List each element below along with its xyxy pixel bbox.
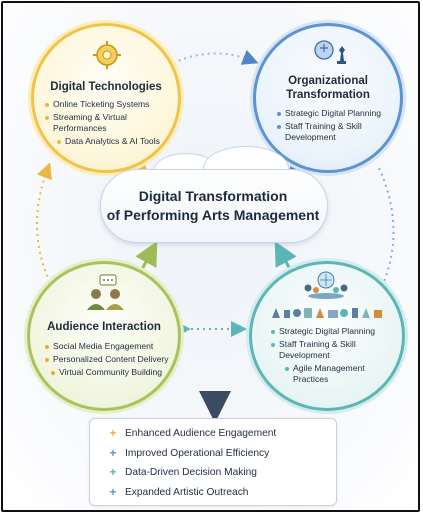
outcome-label: Enhanced Audience Engagement [125,428,277,439]
list-item: Online Ticketing Systems [44,99,176,110]
item-list: Strategic Digital Planning Staff Trainin… [270,326,396,387]
team-meeting-icon [304,271,348,299]
arrow-left-arc [36,162,56,294]
node-title: Audience Interaction [47,321,161,333]
node-audience-interaction: Audience Interaction Social Media Engage… [27,261,181,411]
outcomes-box [89,418,337,506]
item-list: Social Media Engagement Personalized Con… [44,341,178,380]
node-digital-technologies: Digital Technologies Online Ticketing Sy… [31,23,181,173]
list-item: Staff Training & Skill Development [276,121,381,143]
audience-chat-icon [87,274,124,310]
plus-icon: + [109,465,117,479]
node-title-line2: Transformation [286,89,370,101]
item-list: Online Ticketing Systems Streaming & Vir… [44,99,176,149]
plus-icon: + [109,484,117,499]
center-title-line2: of Performing Arts Management [106,207,320,223]
gear-circuit-icon [93,41,121,69]
plus-icon: + [109,426,117,440]
list-item: Agile Management Practices [284,363,379,385]
center-title-line1: Digital Transformation [138,188,288,204]
list-item: Streaming & Virtual Performances [44,112,153,134]
list-item: Strategic Digital Planning [276,108,396,119]
list-item: Social Media Engagement [44,341,178,352]
outcome-item: + Improved Operational Efficiency [107,444,276,464]
node-title-line1: Organizational [288,75,368,87]
activity-icons-strip [272,308,382,318]
node-management-practices: Strategic Digital Planning Staff Trainin… [249,261,405,411]
list-item: Virtual Community Building [50,367,178,378]
arrow-tech-to-org [172,49,259,65]
list-item: Personalized Content Delivery [44,354,178,365]
outcome-item: + Data-Driven Decision Making [107,463,276,483]
outcome-label: Data-Driven Decision Making [125,467,257,478]
strategy-chess-icon [314,40,346,64]
list-item: Strategic Digital Planning [270,326,396,337]
outcome-item: + Enhanced Audience Engagement [107,424,276,444]
outcome-label: Improved Operational Efficiency [125,447,270,459]
outcome-item: + Expanded Artistic Outreach [107,483,276,503]
node-title: Digital Technologies [50,81,162,93]
list-item: Data Analytics & AI Tools [56,136,176,147]
central-cloud [100,169,328,243]
arrow-audience-to-center [135,241,158,272]
item-list: Strategic Digital Planning Staff Trainin… [276,108,396,145]
plus-icon: + [109,445,117,460]
outcomes-list: + Enhanced Audience Engagement + Improved … [107,424,276,502]
center-title: Digital Transformation of Performing Art… [100,187,326,225]
arrow-right-arc [376,167,395,299]
list-item: Staff Training & Skill Development [270,339,385,361]
node-organizational-transformation: Organizational Transformation Strategic … [253,23,403,173]
arrow-management-to-center [274,241,297,272]
outcome-label: Expanded Artistic Outreach [125,486,249,498]
